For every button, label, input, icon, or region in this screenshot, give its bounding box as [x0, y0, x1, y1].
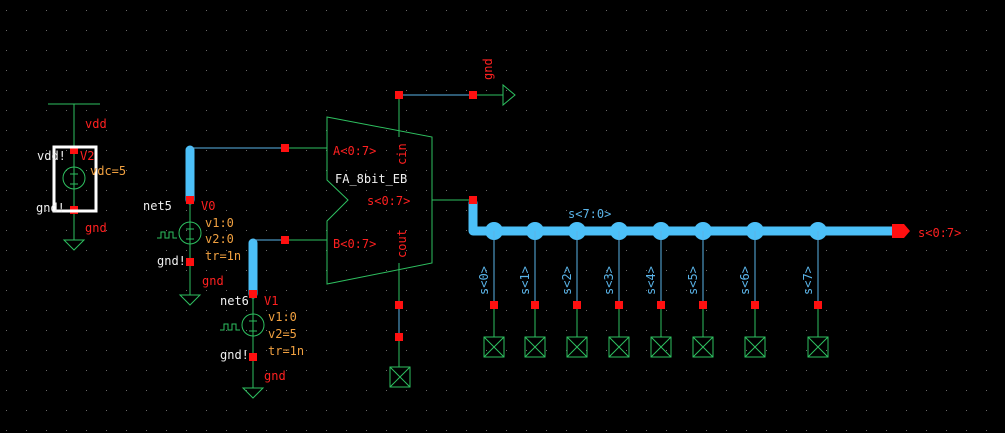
- tap-label: s<3>: [602, 266, 616, 295]
- tap-pin[interactable]: [657, 301, 665, 309]
- pin-cin[interactable]: [395, 91, 403, 99]
- param: tr=1n: [268, 344, 304, 358]
- instance-name: V1: [264, 294, 278, 308]
- v1-pulse-source[interactable]: net6 V1 v1:0 v2=5 tr=1n gnd! gnd: [220, 236, 327, 399]
- instance-name: FA_8bit_EB: [335, 172, 407, 186]
- tap-label: s<5>: [686, 266, 700, 295]
- pulse-source-icon: [178, 221, 202, 245]
- noconn-icon: [692, 336, 714, 358]
- param: tr=1n: [205, 249, 241, 263]
- pin-b[interactable]: [281, 236, 289, 244]
- net-label-gnd: gnd: [202, 274, 224, 288]
- output-pin-label: s<0:7>: [918, 226, 961, 240]
- param: v1:0: [268, 310, 297, 324]
- noconn-icon: [650, 336, 672, 358]
- ground-icon: [178, 294, 202, 306]
- tap-label: s<6>: [738, 266, 752, 295]
- tap-label: s<7>: [801, 266, 815, 295]
- net-label-gnd: gnd: [481, 58, 495, 80]
- net-label: net6: [220, 294, 249, 308]
- pin-noconn[interactable]: [395, 333, 403, 341]
- pin-label-cout: cout: [395, 229, 409, 258]
- tap-pin[interactable]: [531, 301, 539, 309]
- tap-pin[interactable]: [615, 301, 623, 309]
- net-label-gnd: gnd: [264, 369, 286, 383]
- pin-s[interactable]: [469, 196, 477, 204]
- pin-label-s: s<0:7>: [367, 194, 410, 208]
- param: v1:0: [205, 216, 234, 230]
- pin-cout[interactable]: [395, 301, 403, 309]
- pin-label: gnd!: [220, 348, 249, 362]
- output-pin-icon[interactable]: [892, 224, 910, 238]
- ground-icon: [62, 239, 86, 251]
- v2-dc-source[interactable]: vdd vdd! V2 vdc=5 gnd! gnd: [36, 103, 126, 251]
- bus-tap[interactable]: s<1>: [518, 222, 546, 358]
- noconn-icon: [389, 366, 411, 388]
- tap-label: s<4>: [644, 266, 658, 295]
- tap-pin[interactable]: [699, 301, 707, 309]
- noconn-icon: [807, 336, 829, 358]
- bus-tap[interactable]: s<3>: [602, 222, 630, 358]
- pin-label-b: B<0:7>: [333, 237, 376, 251]
- noconn-icon: [566, 336, 588, 358]
- pin-vdd[interactable]: [70, 146, 78, 154]
- v0-pulse-source[interactable]: net5 V0 v1:0 v2:0 tr=1n gnd! gnd: [143, 144, 327, 306]
- instance-name: V2: [80, 149, 94, 163]
- bus-tap[interactable]: s<7>: [801, 222, 829, 358]
- tap-label: s<0>: [477, 266, 491, 295]
- noconn-icon: [483, 336, 505, 358]
- noconn-icon: [524, 336, 546, 358]
- bus-tap[interactable]: s<0>: [477, 222, 505, 358]
- pin-label: gnd!: [36, 201, 65, 215]
- tap-pin[interactable]: [814, 301, 822, 309]
- bus-label: s<7:0>: [568, 207, 611, 221]
- instance-name: V0: [201, 199, 215, 213]
- ground-icon: [502, 83, 516, 107]
- pin-minus[interactable]: [186, 258, 194, 266]
- tap-pin[interactable]: [751, 301, 759, 309]
- ground-icon: [241, 387, 265, 399]
- fa-8bit-block[interactable]: A<0:7> FA_8bit_EB s<0:7> B<0:7> cin cout…: [326, 58, 516, 388]
- bus-tap[interactable]: s<4>: [644, 222, 672, 358]
- net-label-vdd: vdd: [85, 117, 107, 131]
- pin-label-a: A<0:7>: [333, 144, 376, 158]
- bus-tap[interactable]: s<5>: [686, 222, 714, 358]
- tap-label: s<1>: [518, 266, 532, 295]
- tap-pin[interactable]: [573, 301, 581, 309]
- param: v2=5: [268, 327, 297, 341]
- pin-plus[interactable]: [186, 196, 194, 204]
- pin-label: gnd!: [157, 254, 186, 268]
- param: vdc=5: [90, 164, 126, 178]
- pin-plus[interactable]: [249, 290, 257, 298]
- pin-gnd[interactable]: [469, 91, 477, 99]
- selection-box: [52, 145, 98, 213]
- dc-source-icon: [62, 166, 86, 190]
- noconn-icon: [608, 336, 630, 358]
- param: v2:0: [205, 232, 234, 246]
- tap-label: s<2>: [560, 266, 574, 295]
- net-label: net5: [143, 199, 172, 213]
- pin-minus[interactable]: [249, 353, 257, 361]
- bus-tap[interactable]: s<6>: [738, 222, 766, 358]
- noconn-icon: [744, 336, 766, 358]
- pin-a[interactable]: [281, 144, 289, 152]
- net-label-gnd: gnd: [85, 221, 107, 235]
- pulse-source-icon: [241, 313, 265, 337]
- output-bus[interactable]: s<7:0> s<0:7> s<0> s<1> s<2> s<3> s<4> s…: [468, 196, 961, 358]
- bus-tap[interactable]: s<2>: [560, 222, 588, 358]
- tap-pin[interactable]: [490, 301, 498, 309]
- pin-label: vdd!: [37, 149, 66, 163]
- pin-label-cin: cin: [395, 143, 409, 165]
